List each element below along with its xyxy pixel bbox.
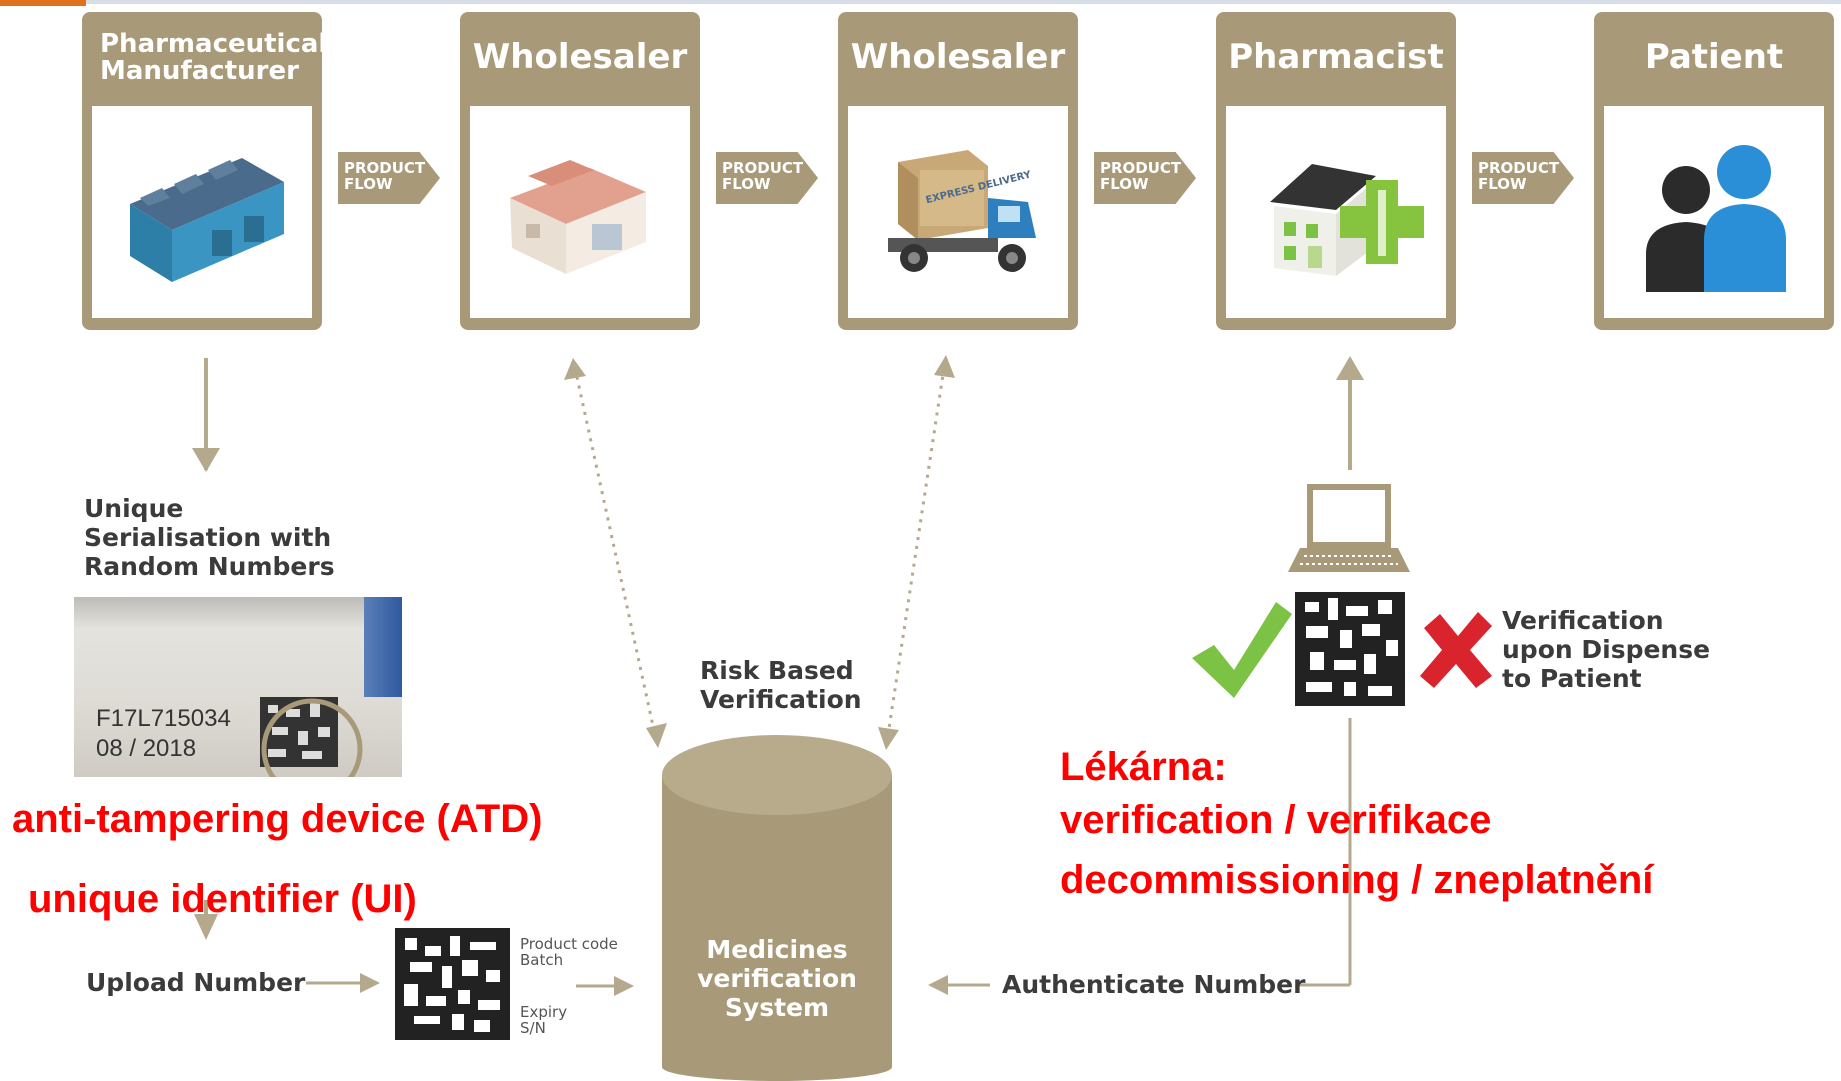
risk-based-label: Risk Based Verification (700, 656, 862, 714)
cross-icon (1420, 612, 1492, 688)
pack-blue-stripe (364, 597, 402, 697)
stage-title: Patient (1644, 37, 1784, 78)
dispense-datamatrix-icon (1295, 592, 1405, 706)
product-flow-arrow-3: PRODUCT FLOW (1094, 152, 1196, 204)
authenticate-arrowhead (928, 975, 948, 995)
stage-panel (92, 106, 312, 318)
delivery-truck-icon: EXPRESS DELIVERY (888, 150, 1036, 272)
check-icon (1192, 602, 1292, 698)
product-flow-arrow-1: PRODUCT FLOW (338, 152, 440, 204)
top-accent-bar (0, 0, 1841, 4)
serialisation-label: Unique Serialisation with Random Numbers (84, 494, 335, 581)
pack-photo: F17L715034 08 / 2018 (74, 597, 402, 777)
stage-title: Pharmaceutical Manufacturer (100, 28, 328, 86)
stage-panel (1226, 106, 1446, 318)
pharmacy-annotation-title: Lékárna: (1060, 745, 1227, 789)
pack-barcode-icon (260, 697, 363, 777)
upload-datamatrix-icon (395, 928, 510, 1040)
laptop-icon (1288, 484, 1410, 572)
risk-dotted-arrow-1 (573, 367, 657, 736)
pack-code: F17L715034 (96, 705, 231, 732)
ui-annotation: unique identifier (UI) (28, 877, 417, 921)
stage-panel (470, 106, 690, 318)
database-label: Medicines verification System (697, 935, 857, 1022)
atd-annotation: anti-tampering device (ATD) (12, 797, 543, 841)
authenticate-number-label: Authenticate Number (1002, 970, 1306, 999)
top-accent-orange (0, 0, 86, 6)
pharmacy-annotation-line1: verification / verifikace (1060, 798, 1492, 842)
risk-dotted-arrow-2 (886, 367, 946, 736)
pharmacy-annotation-line2: decommissioning / zneplatnění (1060, 858, 1654, 902)
pack-date: 08 / 2018 (96, 735, 197, 762)
database-cylinder-icon (662, 735, 892, 1081)
product-flow-arrow-4: PRODUCT FLOW (1472, 152, 1574, 204)
stage-pharmacist: Pharmacist (1216, 12, 1456, 330)
risk-dotted-arrowhead-1a (564, 358, 586, 380)
people-icon (1646, 145, 1786, 292)
risk-dotted-arrowhead-2b (878, 727, 899, 750)
upload-number-label: Upload Number (86, 968, 306, 997)
stage-panel (1604, 106, 1824, 318)
stage-title: Wholesaler (472, 37, 688, 78)
upload-arrowhead (360, 973, 380, 993)
stage-wholesaler-2: Wholesaler EXPRESS DELIVERY (838, 12, 1078, 330)
dispense-label: Verification upon Dispense to Patient (1502, 606, 1711, 693)
datamatrix-label-bottom: Expiry S/N (520, 1003, 568, 1037)
datamatrix-to-db-arrowhead (614, 976, 634, 996)
pharmacist-up-arrowhead (1336, 356, 1364, 380)
factory-icon (130, 158, 284, 282)
stage-wholesaler-1: Wholesaler (460, 12, 700, 330)
pharmacy-icon (1270, 164, 1424, 276)
upload-left-arrowhead (194, 914, 218, 940)
risk-dotted-arrowhead-2a (934, 355, 955, 378)
product-flow-arrow-2: PRODUCT FLOW (716, 152, 818, 204)
manufacturer-down-arrowhead (192, 448, 220, 472)
stage-title: Wholesaler (850, 37, 1066, 78)
stage-manufacturer: Pharmaceutical Manufacturer (82, 12, 328, 330)
warehouse-icon (510, 160, 646, 274)
risk-dotted-arrowhead-1b (646, 723, 667, 748)
stage-title: Pharmacist (1228, 37, 1444, 78)
datamatrix-label-top: Product code Batch (520, 935, 618, 969)
stage-patient: Patient (1594, 12, 1834, 330)
stage-panel: EXPRESS DELIVERY (848, 106, 1068, 318)
